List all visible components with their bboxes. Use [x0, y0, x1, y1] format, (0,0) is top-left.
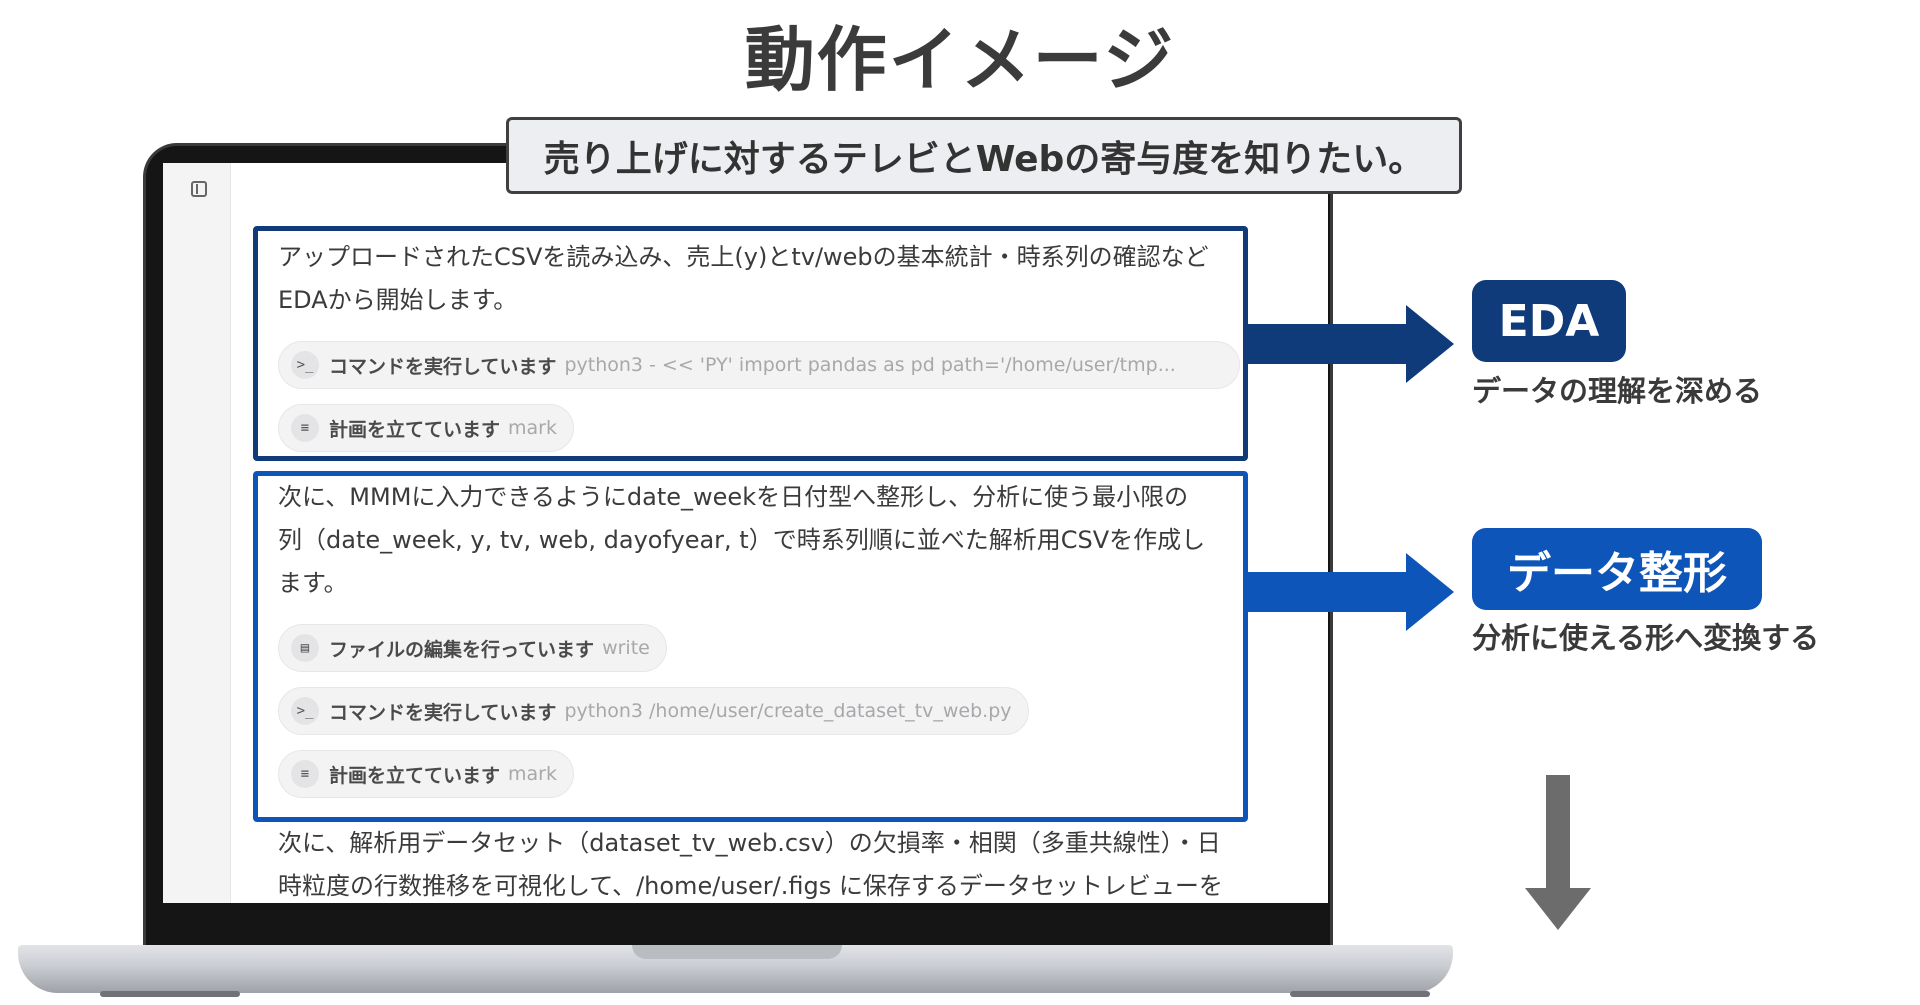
assistant-message-line: 列（date_week, y, tv, web, dayofyear, t）で時… [278, 526, 1206, 554]
assistant-message-line: 次に、解析用データセット（dataset_tv_web.csv）の欠損率・相関（… [278, 829, 1221, 857]
eda-highlight-box [253, 226, 1248, 461]
assistant-message-line: 次に、MMMに入力できるようにdate_weekを日付型へ整形し、分析に使う最小… [278, 483, 1189, 511]
list-icon: ≡ [291, 760, 319, 788]
chip-label: コマンドを実行しています [329, 701, 557, 724]
terminal-icon: >_ [291, 351, 319, 379]
tool-chip-plan[interactable]: ≡ 計画を立てています mark [278, 404, 574, 452]
laptop-foot-left [100, 991, 240, 997]
tool-chip-command[interactable]: >_ コマンドを実行しています python3 /home/user/creat… [278, 687, 1029, 735]
assistant-message-line: ます。 [278, 569, 348, 597]
tool-chip-file-edit[interactable]: ▤ ファイルの編集を行っています write [278, 624, 667, 672]
laptop-notch [632, 945, 842, 959]
tool-chip-command[interactable]: >_ コマンドを実行しています python3 - << 'PY' import… [278, 341, 1240, 389]
tool-chip-plan[interactable]: ≡ 計画を立てています mark [278, 750, 574, 798]
sidebar-toggle-icon[interactable] [191, 181, 207, 197]
down-arrow-icon [1525, 888, 1591, 930]
page-title: 動作イメージ [744, 19, 1176, 101]
down-arrow-shaft [1546, 775, 1570, 890]
chip-label: 計画を立てています [329, 764, 501, 787]
shaping-tag: データ整形 [1472, 528, 1762, 610]
chip-label: コマンドを実行しています [329, 355, 557, 378]
app-sidebar [163, 163, 231, 903]
shaping-highlight-box [253, 471, 1248, 822]
eda-tag: EDA [1472, 280, 1626, 362]
shaping-arrow-icon [1406, 553, 1454, 631]
user-prompt-banner: 売り上げに対するテレビとWebの寄与度を知りたい。 [506, 117, 1462, 194]
terminal-icon: >_ [291, 697, 319, 725]
eda-arrow-icon [1406, 305, 1454, 383]
shaping-caption: 分析に使える形へ変換する [1472, 621, 1820, 655]
list-icon: ≡ [291, 414, 319, 442]
assistant-message-line: 時粒度の行数推移を可視化して、/home/user/.figs に保存するデータ… [278, 872, 1223, 900]
document-icon: ▤ [291, 634, 319, 662]
laptop-foot-right [1290, 991, 1430, 997]
shaping-arrow-shaft [1248, 572, 1408, 612]
eda-arrow-shaft [1248, 324, 1408, 364]
chip-label: 計画を立てています [329, 418, 501, 441]
assistant-message-line: EDAから開始します。 [278, 286, 518, 314]
eda-caption: データの理解を深める [1472, 374, 1763, 408]
chip-label: ファイルの編集を行っています [329, 638, 595, 661]
assistant-message-line: アップロードされたCSVを読み込み、売上(y)とtv/webの基本統計・時系列の… [278, 243, 1209, 271]
